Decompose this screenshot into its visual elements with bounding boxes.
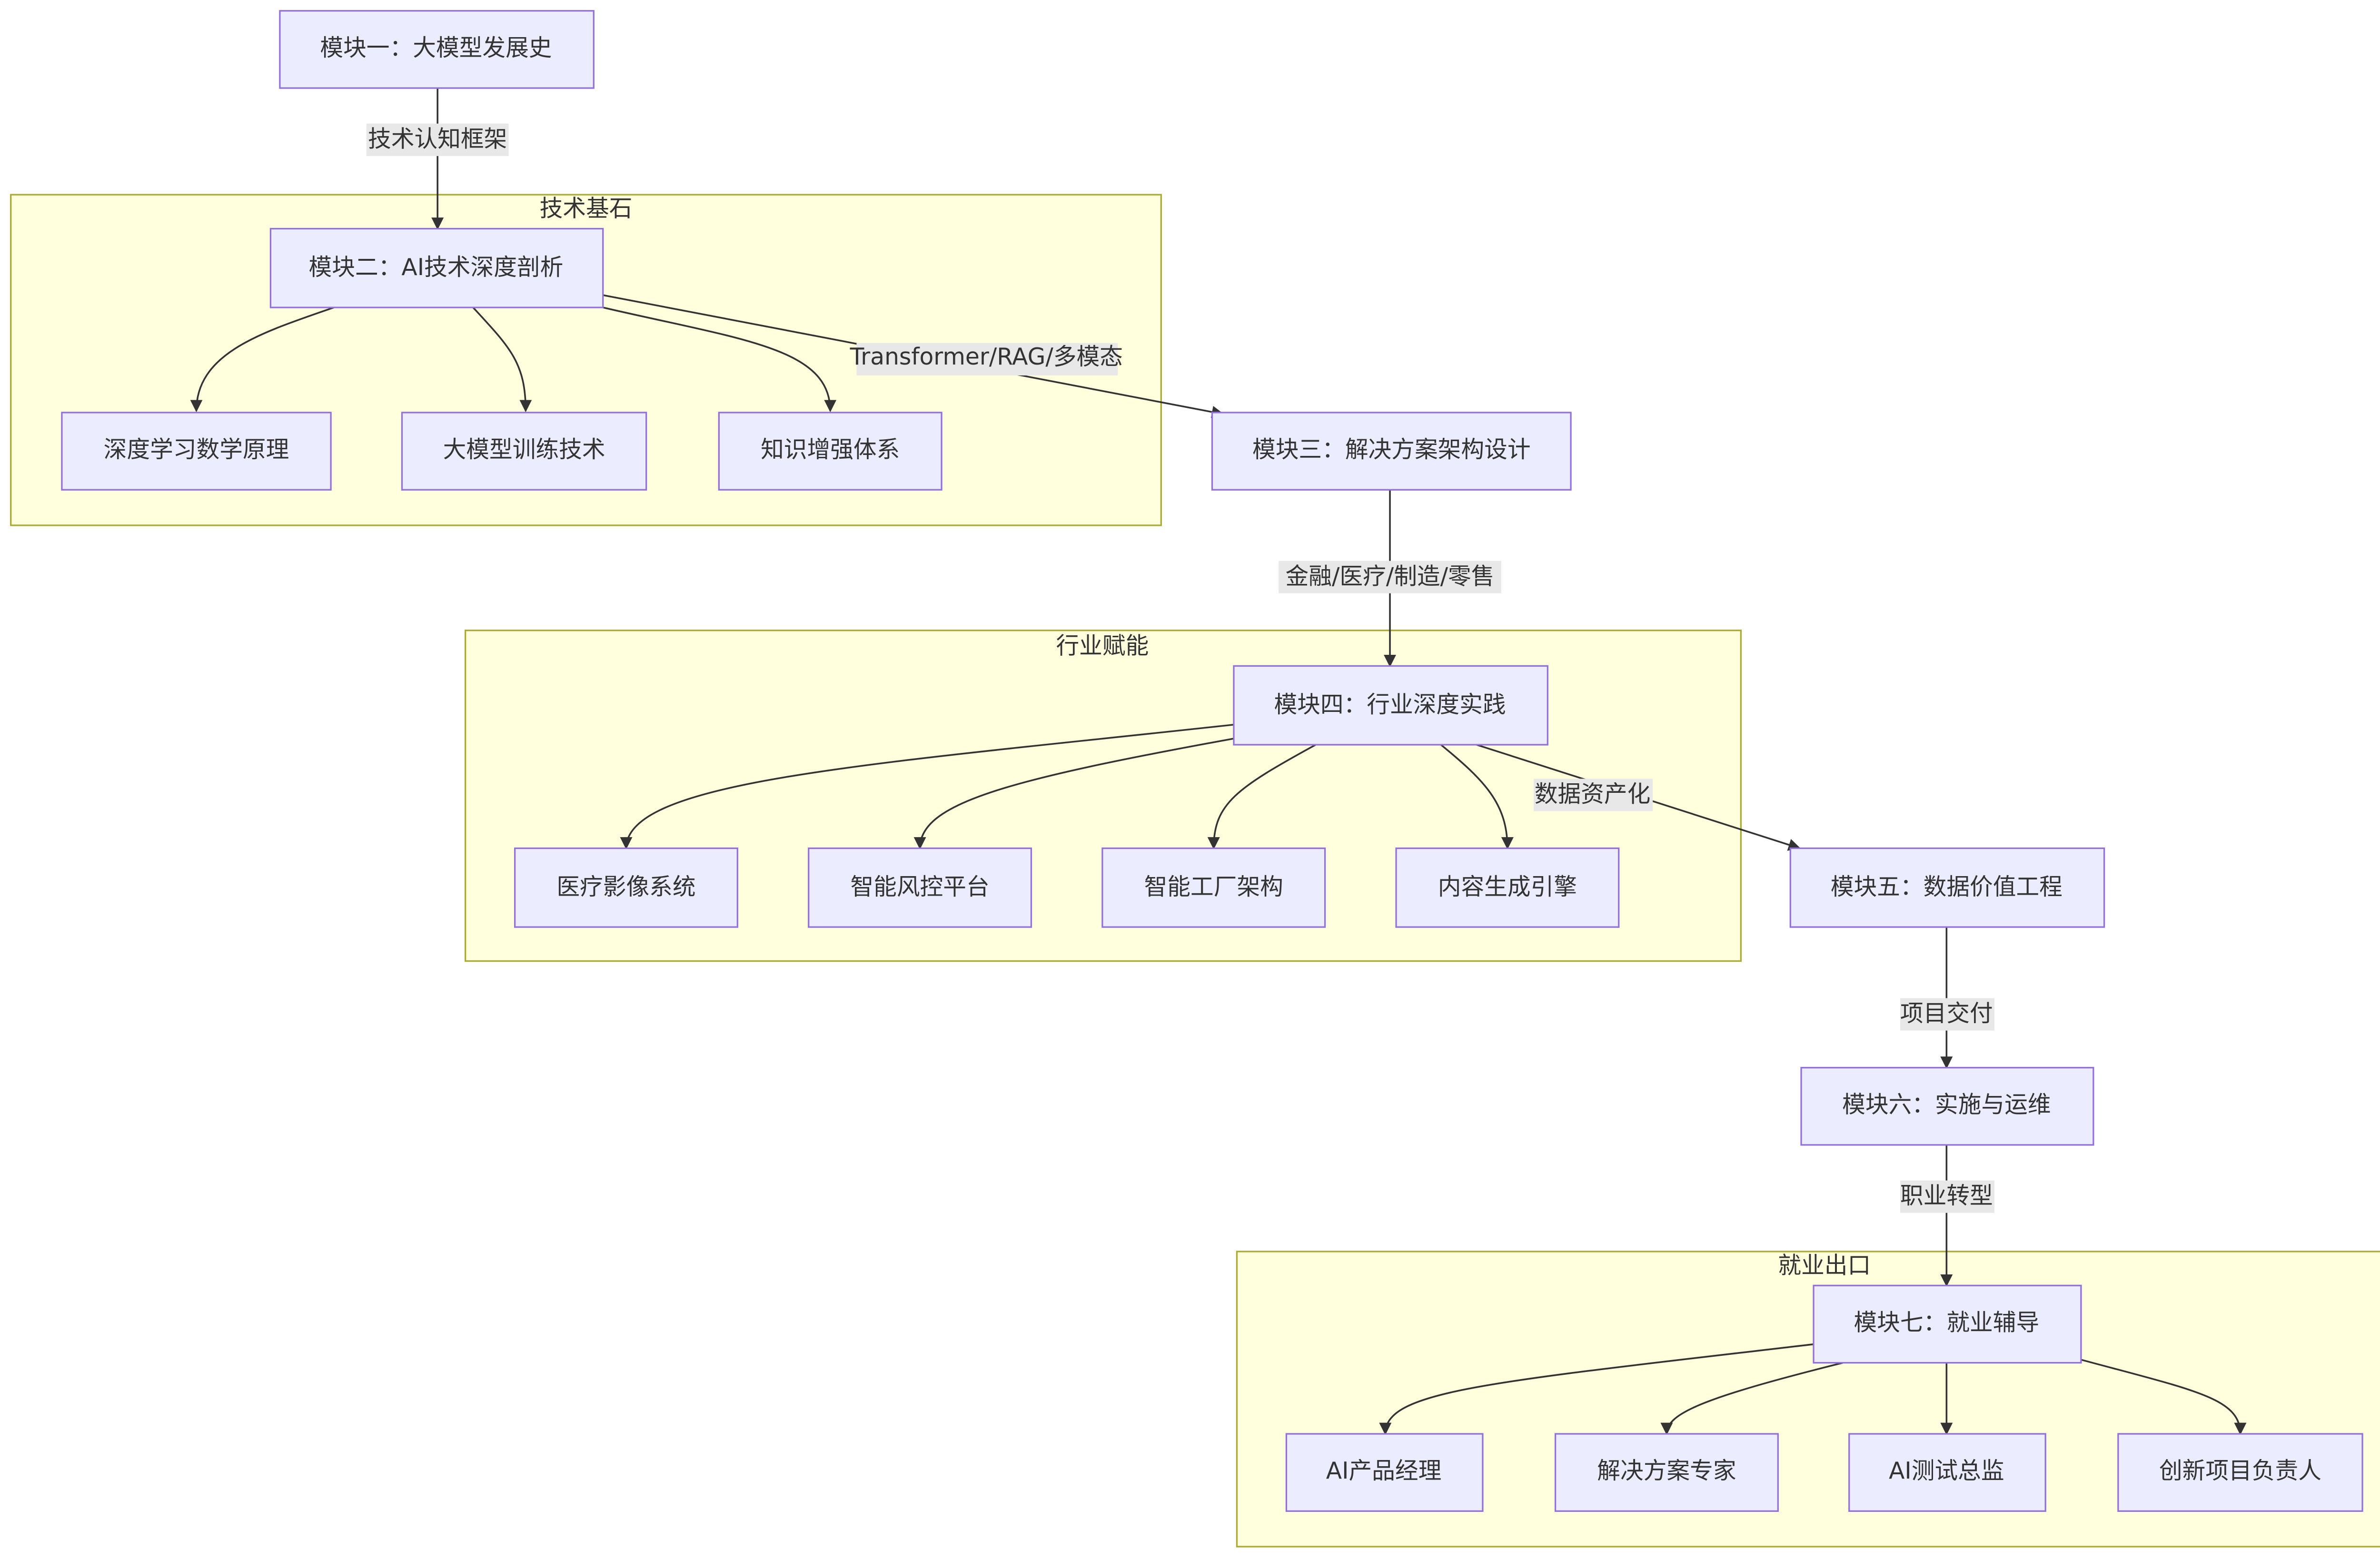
node-label: 大模型训练技术: [443, 436, 605, 463]
node-m7[interactable]: 模块七：就业辅导: [1813, 1284, 2082, 1364]
node-factory[interactable]: 智能工厂架构: [1101, 847, 1326, 928]
group-title-industry: 行业赋能: [1056, 632, 1149, 659]
node-label: 模块五：数据价值工程: [1831, 874, 2063, 900]
node-label: 模块七：就业辅导: [1854, 1309, 2039, 1336]
node-solution[interactable]: 解决方案专家: [1554, 1433, 1779, 1512]
node-medical[interactable]: 医疗影像系统: [514, 847, 738, 928]
group-title-career: 就业出口: [1778, 1252, 1871, 1279]
node-dl-math[interactable]: 深度学习数学原理: [61, 412, 332, 491]
edge-m4-factory: [1207, 744, 1316, 850]
node-m6[interactable]: 模块六：实施与运维: [1800, 1066, 2094, 1146]
edge-label-text: 项目交付: [1900, 1000, 1993, 1027]
node-m5[interactable]: 模块五：数据价值工程: [1789, 847, 2105, 928]
node-label: 医疗影像系统: [556, 874, 695, 900]
node-m4[interactable]: 模块四：行业深度实践: [1233, 665, 1548, 746]
edge-m7-innovation: [2081, 1359, 2247, 1435]
node-label: 深度学习数学原理: [104, 436, 289, 463]
node-risk[interactable]: 智能风控平台: [808, 847, 1032, 928]
edge-label-m6-m7: 职业转型: [1900, 1180, 1995, 1213]
edge-label-m3-m4: 金融/医疗/制造/零售: [1279, 561, 1501, 593]
edge-m2-llm-train: [472, 306, 532, 413]
node-label: 知识增强体系: [761, 436, 900, 463]
edge-m7-solution: [1660, 1362, 1844, 1435]
node-label: 模块四：行业深度实践: [1274, 691, 1506, 718]
edge-m7-pm: [1379, 1343, 1814, 1435]
node-test[interactable]: AI测试总监: [1848, 1433, 2046, 1512]
edge-m4-content: [1440, 744, 1514, 850]
node-knowledge[interactable]: 知识增强体系: [718, 412, 942, 491]
edge-label-m5-m6: 项目交付: [1900, 998, 1995, 1031]
node-label: 解决方案专家: [1597, 1458, 1736, 1484]
node-label: 模块一：大模型发展史: [320, 35, 552, 61]
node-label: 创新项目负责人: [2159, 1458, 2321, 1484]
node-m2[interactable]: 模块二：AI技术深度剖析: [269, 227, 604, 308]
edge-label-text: 技术认知框架: [368, 126, 507, 152]
node-content[interactable]: 内容生成引擎: [1395, 847, 1620, 928]
node-label: 智能风控平台: [850, 874, 989, 900]
edge-m4-medical: [620, 723, 1234, 850]
edge-label-m1-m2: 技术认知框架: [366, 123, 509, 156]
edge-label-m4-m5: 数据资产化: [1534, 779, 1653, 811]
node-m1[interactable]: 模块一：大模型发展史: [279, 10, 595, 89]
edge-m4-risk: [913, 738, 1234, 850]
node-label: 模块六：实施与运维: [1842, 1092, 2051, 1118]
edge-m2-dl-math: [190, 306, 335, 413]
edge-label-text: 金融/医疗/制造/零售: [1286, 563, 1495, 590]
edge-label-m2-m3: Transformer/RAG/多模态: [850, 343, 1123, 375]
edge-label-text: 职业转型: [1900, 1183, 1993, 1209]
node-label: AI测试总监: [1889, 1458, 2004, 1484]
node-label: 模块二：AI技术深度剖析: [309, 254, 564, 281]
node-innovation[interactable]: 创新项目负责人: [2117, 1433, 2363, 1512]
edge-label-text: Transformer/RAG/多模态: [850, 344, 1123, 370]
node-pm[interactable]: AI产品经理: [1285, 1433, 1484, 1512]
node-label: 智能工厂架构: [1144, 874, 1283, 900]
node-llm-train[interactable]: 大模型训练技术: [401, 412, 647, 491]
node-label: 内容生成引擎: [1438, 874, 1577, 900]
group-title-tech: 技术基石: [540, 196, 633, 222]
edge-m2-knowledge: [603, 306, 837, 413]
node-label: AI产品经理: [1326, 1458, 1442, 1484]
node-label: 模块三：解决方案架构设计: [1252, 436, 1531, 463]
node-m3[interactable]: 模块三：解决方案架构设计: [1211, 412, 1572, 491]
edge-label-text: 数据资产化: [1535, 781, 1651, 808]
